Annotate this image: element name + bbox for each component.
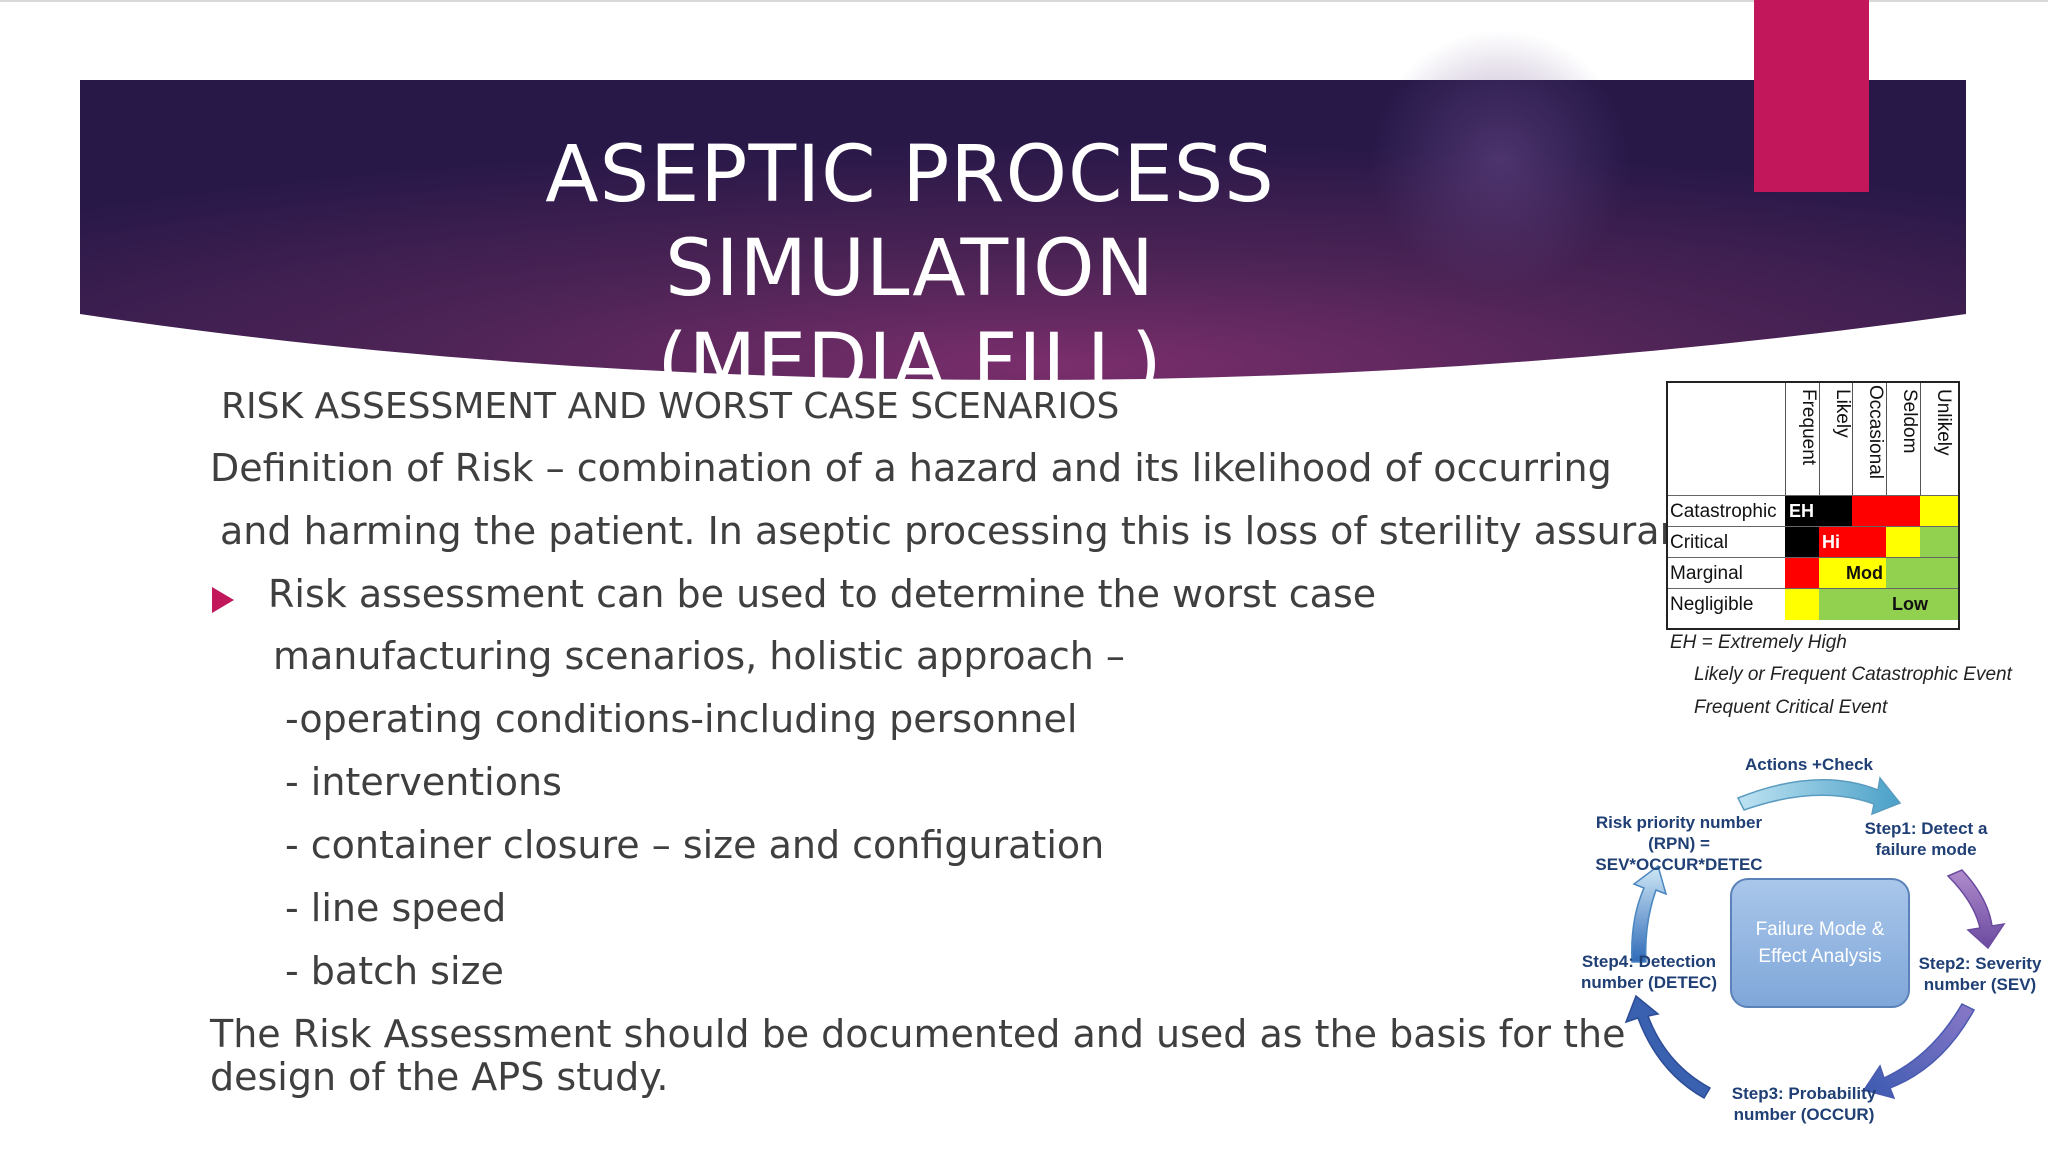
matrix-column-label: Seldom xyxy=(1899,389,1920,454)
matrix-cell-hi xyxy=(1819,527,1886,558)
matrix-row-divider xyxy=(1668,526,1958,527)
top-border-line xyxy=(0,0,2048,2)
accent-tab xyxy=(1754,0,1869,192)
top-cycle-arrow xyxy=(1736,776,1902,816)
matrix-cell-eh xyxy=(1785,496,1819,527)
matrix-cell-mod xyxy=(1785,589,1819,620)
bottom-left-cycle-arrow xyxy=(1624,994,1712,1100)
fmea-step2-label: Step2: Severity number (SEV) xyxy=(1918,954,2042,994)
matrix-cell-mod xyxy=(1920,496,1958,527)
matrix-cell-low xyxy=(1886,558,1958,589)
matrix-cell-low xyxy=(1920,527,1958,558)
matrix-row-divider xyxy=(1668,557,1958,558)
matrix-cell-eh xyxy=(1785,527,1819,558)
right-cycle-arrow xyxy=(1946,869,2006,950)
sub-item: - interventions xyxy=(285,760,562,804)
matrix-cell-eh xyxy=(1819,496,1853,527)
left-cycle-arrow xyxy=(1631,864,1668,963)
fmea-center-box: Failure Mode & Effect Analysis xyxy=(1730,878,1910,1008)
sub-item: -operating conditions-including personne… xyxy=(285,697,1078,741)
matrix-column-label: Occasional xyxy=(1865,385,1886,479)
matrix-row-label: Catastrophic xyxy=(1670,501,1777,522)
fmea-actions-label: Actions +Check xyxy=(1744,755,1873,774)
matrix-legend-line-1: EH = Extremely High xyxy=(1670,632,1847,653)
matrix-column-divider xyxy=(1819,383,1820,495)
bottom-right-cycle-arrow xyxy=(1862,1003,1976,1100)
matrix-row-label: Marginal xyxy=(1670,563,1743,584)
matrix-cell-mod xyxy=(1886,527,1920,558)
matrix-label-eh: EH xyxy=(1789,501,1815,521)
section-subtitle: RISK ASSESSMENT AND WORST CASE SCENARIOS xyxy=(221,386,1120,427)
title-banner xyxy=(80,30,1966,380)
bullet-line-1: Risk assessment can be used to determine… xyxy=(268,572,1377,616)
title-line-2: (MEDIA FILL) xyxy=(657,318,1163,408)
definition-line-2: and harming the patient. In aseptic proc… xyxy=(220,509,1741,553)
matrix-column-label: Unlikely xyxy=(1933,389,1954,456)
matrix-legend-line-3: Frequent Critical Event xyxy=(1694,697,1888,718)
fmea-rpn-label: Risk priority number (RPN) = SEV*OCCUR*D… xyxy=(1595,813,1763,874)
matrix-column-divider xyxy=(1785,383,1786,495)
sub-item: - container closure – size and configura… xyxy=(285,823,1105,867)
sub-item: - line speed xyxy=(285,886,507,930)
matrix-cell-low xyxy=(1819,589,1958,620)
matrix-row-label: Critical xyxy=(1670,532,1729,553)
conclusion-line-1: The Risk Assessment should be documented… xyxy=(210,1012,1626,1056)
matrix-column-divider xyxy=(1852,383,1853,495)
matrix-label-mod: Mod xyxy=(1846,563,1883,583)
matrix-column-label: Likely xyxy=(1832,389,1853,438)
sub-item: - batch size xyxy=(285,949,504,993)
matrix-column-label: Frequent xyxy=(1798,389,1819,466)
title-line-1: ASEPTIC PROCESS SIMULATION xyxy=(545,130,1275,314)
bullet-line-2: manufacturing scenarios, holistic approa… xyxy=(273,634,1125,678)
matrix-cell-mod xyxy=(1819,558,1886,589)
matrix-cell-hi xyxy=(1852,496,1920,527)
fmea-step1-label: Step1: Detect a failure mode xyxy=(1864,819,1988,859)
matrix-row-divider xyxy=(1668,495,1958,496)
matrix-label-low: Low xyxy=(1892,594,1928,614)
bullet-arrow-icon xyxy=(212,587,234,613)
risk-matrix: Frequent Likely Occasional Seldom Unlike… xyxy=(1666,381,1960,630)
matrix-column-divider xyxy=(1920,383,1921,495)
fmea-step4-label: Step4: Detection number (DETEC) xyxy=(1581,952,1717,992)
definition-line-1: Definition of Risk – combination of a ha… xyxy=(210,446,1612,490)
conclusion-line-2: design of the APS study. xyxy=(210,1055,669,1099)
matrix-row-label: Negligible xyxy=(1670,594,1754,615)
matrix-cell-hi xyxy=(1785,558,1819,589)
fmea-cycle-arrows xyxy=(1624,776,2006,1100)
matrix-label-hi: Hi xyxy=(1822,532,1840,552)
matrix-legend-line-2: Likely or Frequent Catastrophic Event xyxy=(1694,664,2012,685)
fmea-step3-label: Step3: Probability number (OCCUR) xyxy=(1731,1084,1877,1124)
slide-title: ASEPTIC PROCESS SIMULATION (MEDIA FILL) xyxy=(290,128,1530,410)
matrix-row-divider xyxy=(1668,588,1958,589)
matrix-column-divider xyxy=(1886,383,1887,495)
